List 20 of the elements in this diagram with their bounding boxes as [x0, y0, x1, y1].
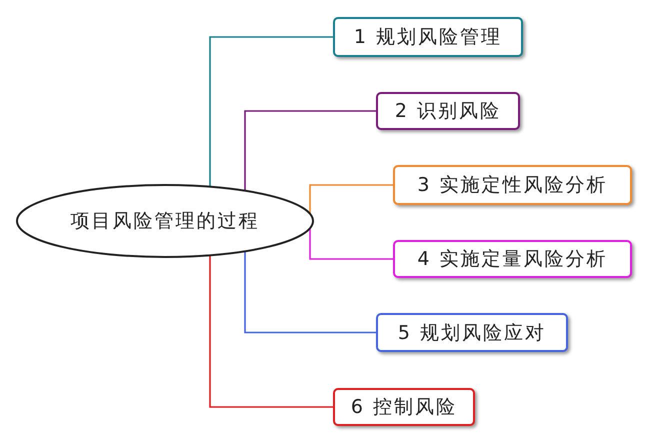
process-box	[393, 165, 632, 205]
step-text: 2 识别风险	[394, 99, 502, 124]
connector-line	[309, 184, 393, 214]
step-text: 3 实施定性风险分析	[417, 173, 608, 198]
step-text: 1 规划风险管理	[354, 25, 502, 50]
connector-line	[244, 251, 376, 334]
ellipse-node	[15, 183, 315, 259]
title-text: 项目风险管理的过程	[70, 209, 260, 234]
step-text: 5 规划风险应对	[398, 320, 546, 346]
process-box	[376, 92, 520, 130]
connector-line	[209, 36, 333, 187]
connector-line	[244, 110, 376, 191]
step-text: 4 实施定量风险分析	[417, 247, 608, 272]
process-box	[393, 240, 632, 278]
process-box	[333, 388, 475, 426]
process-box	[333, 17, 523, 57]
step-text: 6 控制风险	[350, 395, 458, 420]
connector-line	[309, 228, 393, 260]
process-box	[376, 313, 568, 352]
connector-line	[209, 255, 333, 408]
